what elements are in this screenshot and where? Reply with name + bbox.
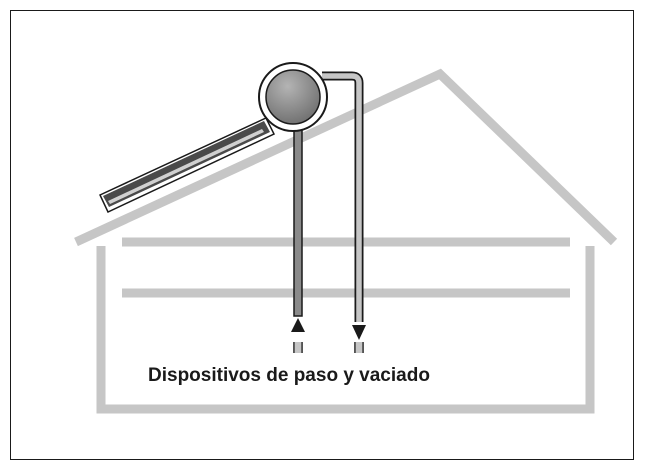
diagram-caption: Dispositivos de paso y vaciado [148,365,430,386]
inlet-pipe [291,117,305,353]
down-arrow-icon [352,325,366,340]
storage-tank [258,62,328,132]
up-arrow-icon [291,318,305,332]
outlet-pipe [322,71,366,353]
roof-outline [74,68,618,247]
house-walls [96,246,595,414]
solar-panel [99,117,276,213]
